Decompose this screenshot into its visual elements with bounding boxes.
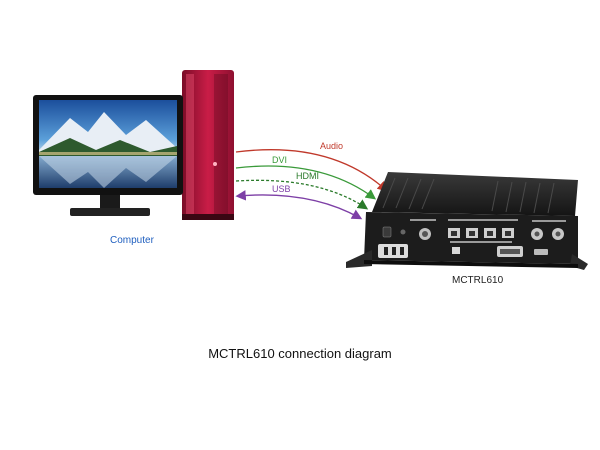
mctrl610-device <box>346 172 588 270</box>
device-label: MCTRL610 <box>452 275 504 286</box>
connection-lines <box>235 149 388 220</box>
dvi-cable <box>235 165 377 200</box>
audio-cable <box>235 149 388 192</box>
computer-label: Computer <box>110 235 154 246</box>
usb-label: USB <box>272 184 291 194</box>
diagram-caption: MCTRL610 connection diagram <box>208 346 392 361</box>
dvi-label: DVI <box>272 155 288 165</box>
usb-cable <box>235 190 363 220</box>
hdmi-cable <box>235 179 369 210</box>
pc-tower <box>182 70 234 220</box>
hdmi-label: HDMI <box>296 171 319 181</box>
monitor <box>33 95 183 216</box>
audio-label: Audio <box>320 141 344 151</box>
